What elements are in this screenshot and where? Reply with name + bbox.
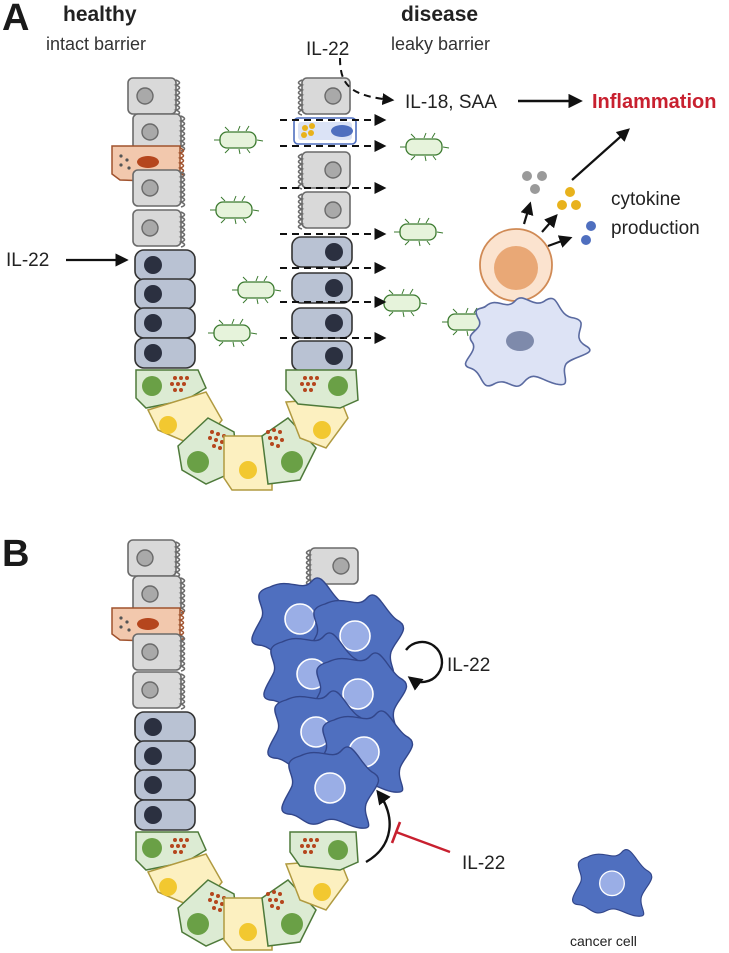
growth-arrow [365, 789, 391, 864]
healthy-epithelium [111, 77, 196, 369]
legend-cancer-icon [571, 848, 653, 917]
il22-top-label: IL-22 [306, 39, 349, 60]
damaged-cell [293, 117, 357, 145]
cytokine-arrows [520, 128, 630, 248]
bacterium [209, 195, 260, 225]
leak-arrows [280, 57, 395, 344]
inflammation-label: Inflammation [592, 91, 716, 113]
legend-cancer-label: cancer cell [570, 933, 637, 949]
disease-subtitle: leaky barrier [391, 34, 490, 54]
inhibition-line [395, 830, 451, 854]
il22-inhibit-label: IL-22 [462, 853, 505, 874]
cytokine-label-line2: production [611, 218, 700, 239]
tumor-cluster [251, 577, 414, 830]
cytokine-label-line1: cytokine [611, 189, 681, 210]
inhibition-bar [390, 821, 402, 844]
lymphocyte [479, 228, 553, 302]
autocrine-loop-arrow [405, 640, 444, 691]
il22-loop-label: IL-22 [447, 655, 490, 676]
bacterium [213, 125, 264, 155]
disease-epithelium [291, 77, 357, 372]
crypt-base-b [135, 831, 359, 951]
dendritic-cell [464, 297, 591, 388]
crypt-base-a [135, 369, 359, 491]
bacterium [399, 132, 450, 162]
healthy-title: healthy [63, 3, 137, 26]
healthy-epithelium-b [111, 539, 196, 831]
panel-b-letter: B [2, 533, 29, 575]
bacterium [377, 288, 428, 318]
bacterium [231, 275, 282, 305]
panel-a-letter: A [2, 0, 29, 39]
il22-left-label: IL-22 [6, 250, 49, 271]
bacterium [393, 217, 444, 247]
il18-saa-label: IL-18, SAA [405, 92, 497, 113]
cytokine-dots [522, 171, 596, 245]
healthy-subtitle: intact barrier [46, 34, 146, 54]
bacterium [207, 318, 258, 348]
disease-title: disease [401, 3, 478, 26]
